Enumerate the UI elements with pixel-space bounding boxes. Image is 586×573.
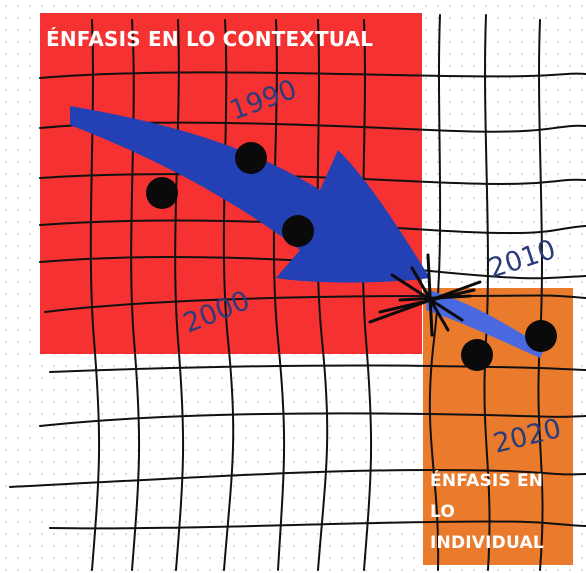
grid-line-h (44, 294, 586, 313)
grid-line-v (316, 19, 329, 571)
dot-icon (461, 339, 493, 371)
individual-label-line: ÉNFASIS EN (430, 471, 544, 491)
dot-icon (146, 177, 178, 209)
contextual-emphasis-label: ÉNFASIS EN LO CONTEXTUAL (46, 27, 374, 51)
grid-line-v (361, 19, 373, 571)
individual-emphasis-label: ÉNFASIS EN LO INDIVIDUAL (430, 466, 580, 559)
arrow-tail-icon (426, 290, 545, 358)
impact-star-icon (368, 253, 482, 337)
wide-arrow-icon (70, 106, 430, 283)
grid-line-v (272, 19, 286, 571)
grid-line-h (39, 173, 586, 185)
grid-line-h (49, 364, 586, 373)
grid-line-v (130, 19, 141, 571)
grid-line-v (222, 19, 235, 571)
grid-line-h (49, 520, 586, 530)
grid-line-v (174, 19, 185, 571)
individual-label-line: INDIVIDUAL (430, 533, 544, 553)
grid-line-v (428, 14, 442, 571)
grid-line-h (9, 468, 586, 488)
dot-icon (282, 215, 314, 247)
dot-icon (525, 320, 557, 352)
individual-label-line: LO (430, 502, 456, 522)
grid-line-h (39, 71, 586, 79)
dot-icon (235, 142, 267, 174)
